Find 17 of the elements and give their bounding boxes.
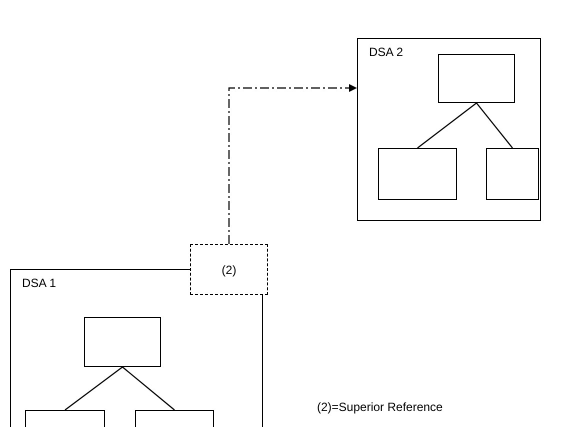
entry-box: [135, 410, 214, 427]
arrow: [228, 84, 357, 244]
reference-label: (2): [220, 262, 238, 276]
server-label: DSA 1: [22, 276, 56, 290]
connector-line: [417, 102, 477, 148]
note-text: (2)=Superior Reference: [317, 400, 443, 414]
entry-box: [438, 54, 515, 103]
reference-box: [190, 244, 268, 295]
server-label: DSA 2: [369, 45, 404, 59]
connector-line: [476, 102, 513, 148]
connector-line: [122, 366, 175, 410]
entry-box: [486, 148, 539, 200]
connector-line: [64, 366, 123, 410]
server-box: [357, 38, 541, 221]
entry-box: [378, 148, 457, 200]
entry-box: [25, 410, 105, 427]
entry-box: [84, 317, 161, 367]
